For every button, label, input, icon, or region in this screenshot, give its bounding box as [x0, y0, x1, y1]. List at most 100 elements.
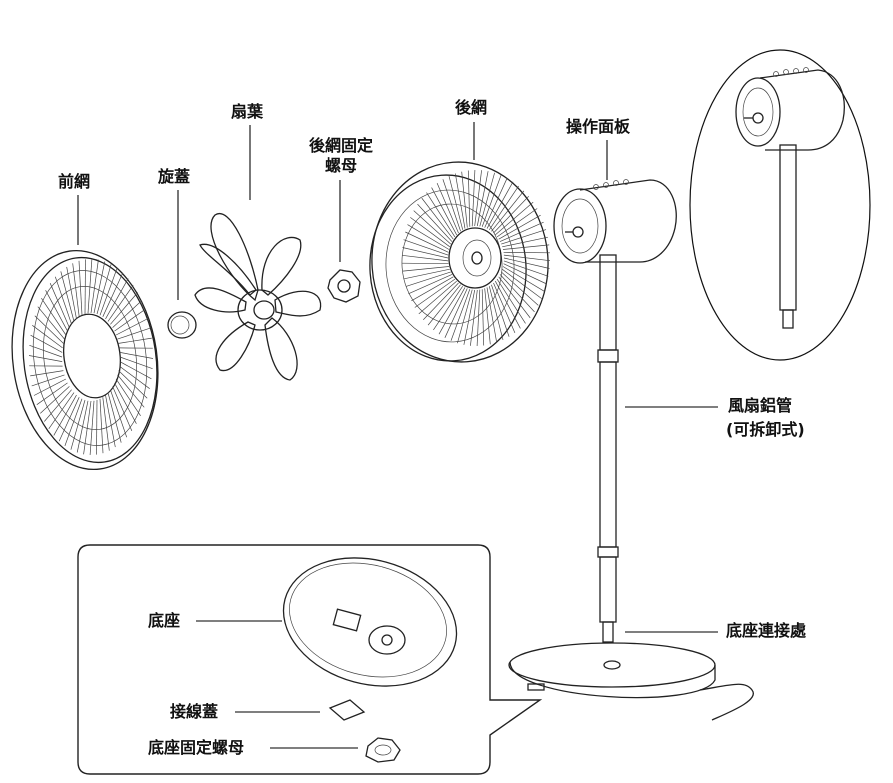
grille-rib: [36, 382, 68, 405]
wire-cover-label: 接線蓋: [170, 702, 219, 721]
base-connection-label: 底座連接處: [726, 621, 807, 640]
blade-illustration: [194, 212, 322, 381]
aluminum-pole-label-line1: 風扇鋁管: [728, 396, 793, 415]
grille-rib: [402, 262, 449, 265]
grille-rib: [444, 288, 468, 338]
grille-rib: [40, 386, 70, 414]
grille-rib: [403, 239, 449, 256]
grille-rib: [498, 276, 531, 319]
grille-rib: [407, 224, 450, 250]
grille-rib: [30, 334, 63, 353]
grille-rib: [498, 214, 541, 240]
grille-rib: [102, 397, 110, 451]
aluminum-pole-illustration: [597, 254, 619, 643]
grille-rib: [110, 389, 128, 438]
grille-rib: [503, 257, 550, 269]
grille-rib: [33, 378, 67, 396]
grille-rib: [489, 185, 519, 230]
grille-rib: [29, 344, 63, 358]
control-panel-label: 操作面板: [566, 117, 631, 136]
grille-rib: [89, 400, 95, 456]
grille-rib: [87, 258, 93, 314]
grille-rib: [93, 261, 106, 314]
grille-rib: [454, 173, 466, 229]
grille-rib: [66, 266, 77, 319]
grille-rib: [496, 278, 526, 324]
leader-lines: [77, 122, 718, 749]
grille-rib: [105, 278, 129, 320]
base-nut-label: 底座固定螺母: [148, 738, 245, 757]
aluminum-pole-label-line2: (可拆卸式): [726, 420, 805, 439]
spinner-cap-label: 旋蓋: [158, 167, 191, 186]
grille-rib: [503, 260, 549, 277]
grille-rib: [476, 171, 489, 227]
grille-rib: [402, 247, 449, 259]
grille-rib: [117, 374, 145, 408]
grille-rib: [493, 282, 516, 334]
grille-rib: [433, 286, 463, 331]
grille-rib: [119, 361, 152, 380]
grille-rib: [471, 169, 476, 227]
grille-rib: [421, 197, 454, 240]
blade-label: 扇葉: [231, 102, 264, 121]
front-grille-label: 前網: [58, 172, 91, 191]
grille-rib: [501, 268, 542, 299]
grille-rib: [503, 254, 551, 262]
grille-rib: [481, 289, 485, 346]
grille-rib: [450, 289, 471, 341]
grille-rib: [417, 203, 453, 242]
grille-rib: [28, 355, 63, 362]
grille-rib: [405, 231, 449, 253]
grille-rib: [96, 264, 112, 315]
base-detail-inset: [77, 544, 543, 775]
grille-rib: [411, 276, 454, 302]
grille-rib: [90, 259, 99, 314]
grille-rib: [486, 181, 514, 229]
grille-rib: [119, 356, 153, 370]
grille-rib: [494, 280, 521, 329]
base-assembled-illustration: [508, 642, 754, 721]
grille-rib: [502, 266, 545, 292]
grille-rib: [479, 172, 495, 227]
grille-rib: [48, 392, 75, 429]
grille-rib: [64, 398, 83, 447]
rear-grille-nut-label: 後網固定 螺母: [308, 136, 373, 175]
grille-rib: [491, 190, 525, 232]
spinner-cap-illustration: [167, 311, 197, 339]
grille-rib: [105, 395, 116, 448]
rear-grille-illustration: [369, 161, 551, 363]
grille-rib: [49, 283, 70, 328]
grille-rib: [41, 298, 67, 336]
base-label: 底座: [148, 611, 181, 630]
grille-rib: [502, 244, 550, 250]
grille-rib: [112, 300, 142, 328]
grille-rib: [110, 292, 138, 325]
grille-rib: [426, 192, 456, 238]
grille-rib: [496, 208, 538, 238]
grille-rib: [467, 170, 471, 227]
grille-rib: [495, 201, 534, 236]
grille-rib: [70, 399, 86, 450]
grille-rib: [474, 170, 482, 227]
grille-rib: [53, 394, 77, 436]
grille-rib: [107, 285, 134, 322]
grille-rib: [114, 382, 137, 424]
grille-rib: [99, 267, 118, 316]
grille-rib: [457, 289, 473, 344]
grille-rib: [84, 259, 86, 315]
grille-rib: [410, 217, 451, 248]
grille-rib: [32, 325, 63, 349]
inset-motor-head-illustration: [689, 49, 871, 361]
grille-rib: [470, 289, 478, 346]
grille-rib: [476, 289, 481, 347]
grille-rib: [427, 284, 461, 326]
grille-rib: [503, 263, 547, 285]
grille-rib: [102, 272, 124, 317]
grille-rib: [402, 266, 450, 272]
rear-grille-nut-illustration: [327, 269, 361, 303]
grille-rib: [431, 187, 458, 236]
grille-rib: [481, 175, 502, 227]
grille-rib: [119, 352, 154, 359]
grille-rib: [96, 399, 98, 455]
